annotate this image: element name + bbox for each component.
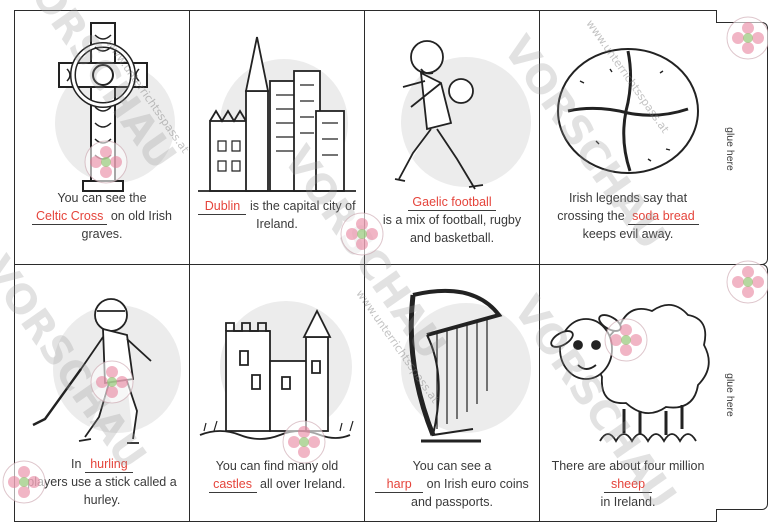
caption-text: You can see the — [57, 191, 147, 205]
card-caption: You can find many old castles all over I… — [198, 457, 356, 493]
card-castles: You can find many old castles all over I… — [189, 264, 365, 522]
card-caption: Gaelic football is a mix of football, ru… — [373, 193, 531, 247]
answer-blank: Celtic Cross — [31, 209, 108, 225]
card-celtic-cross: You can see the Celtic Cross on old Iris… — [14, 10, 190, 265]
glue-label: glue here — [723, 127, 736, 171]
glue-label: glue here — [723, 373, 736, 417]
caption-text: In — [71, 457, 82, 471]
caption-text: There are about four million — [551, 459, 705, 473]
caption-text: players use a stick called a hurley. — [27, 475, 177, 507]
answer-blank: sheep — [604, 477, 652, 493]
castle-icon — [199, 308, 354, 440]
answer-blank: Gaelic football — [408, 195, 496, 211]
caption-text: Irish legends say that crossing the — [557, 191, 688, 223]
flower-seal-icon — [340, 212, 384, 256]
caption-text: is a mix of football, rugby and basketba… — [382, 213, 522, 245]
harp-icon — [408, 288, 503, 443]
flower-seal-icon — [726, 16, 768, 60]
card-soda-bread: Irish legends say that crossing the soda… — [539, 10, 717, 265]
soda-bread-icon — [557, 48, 699, 174]
flower-seal-icon — [84, 140, 128, 184]
caption-text: on Irish euro coins and passports. — [411, 477, 529, 509]
dublin-skyline-icon — [198, 36, 356, 192]
card-dublin: Dublin is the capital city of Ireland. — [189, 10, 365, 265]
caption-text: You can see a — [412, 459, 492, 473]
card-caption: You can see a harp on Irish euro coins a… — [373, 457, 531, 511]
flower-seal-icon — [90, 360, 134, 404]
answer-blank: harp — [375, 477, 424, 493]
card-gaelic-football: Gaelic football is a mix of football, ru… — [364, 10, 540, 265]
card-caption: In hurling players use a stick called a … — [23, 455, 181, 509]
answer-blank: Dublin — [198, 199, 247, 215]
caption-text: on old Irish graves. — [81, 209, 173, 241]
answer-blank: castles — [208, 477, 257, 493]
card-caption: You can see the Celtic Cross on old Iris… — [23, 189, 181, 243]
flower-seal-icon — [726, 260, 768, 304]
card-caption: Dublin is the capital city of Ireland. — [198, 197, 356, 233]
card-caption: Irish legends say that crossing the soda… — [548, 189, 708, 243]
card-harp: You can see a harp on Irish euro coins a… — [364, 264, 540, 522]
answer-blank: hurling — [84, 457, 133, 473]
flower-seal-icon — [604, 318, 648, 362]
caption-text: in Ireland. — [600, 495, 656, 509]
answer-blank: soda bread — [628, 209, 699, 225]
flower-seal-icon — [282, 420, 326, 464]
celtic-cross-icon — [58, 22, 148, 192]
caption-text: keeps evil away. — [582, 227, 674, 241]
gaelic-footballer-icon — [394, 40, 484, 190]
caption-text: is the capital city of Ireland. — [249, 199, 356, 231]
flower-seal-icon — [2, 460, 46, 504]
caption-text: all over Ireland. — [260, 477, 346, 491]
card-sheep: There are about four million sheep in Ir… — [539, 264, 717, 522]
card-caption: There are about four million sheep in Ir… — [548, 457, 708, 511]
